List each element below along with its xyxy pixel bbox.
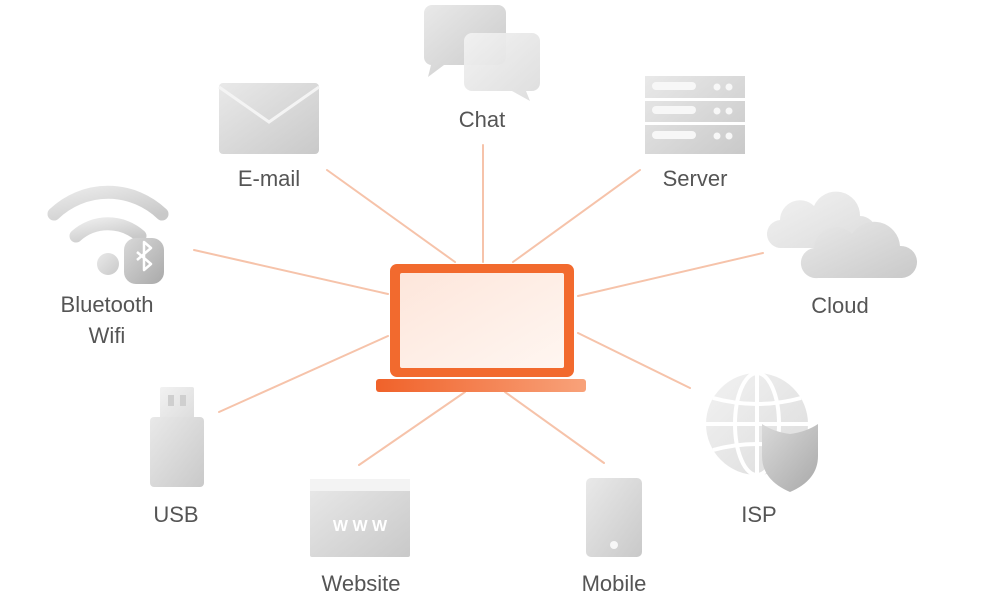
server-rack-icon [645, 76, 745, 154]
chat-bubbles-icon [423, 5, 540, 101]
connection-line-isp [577, 332, 691, 389]
usb-drive-icon [150, 387, 204, 487]
node-label-cloud: Cloud [811, 293, 869, 318]
envelope-icon [218, 83, 320, 154]
connection-line-bluetooth-wifi [193, 249, 389, 295]
cloud-icon [766, 191, 918, 279]
connection-line-usb [218, 335, 389, 413]
node-label-bluetooth-wifi: Bluetooth Wifi [61, 289, 154, 351]
browser-window-icon: W W W [310, 479, 410, 557]
node-label-website: Website [321, 571, 401, 596]
node-label-wifi: Wifi [88, 323, 126, 348]
connection-line-email [326, 169, 456, 263]
node-label-chat: Chat [458, 107, 506, 132]
node-label-email: E-mail [237, 166, 301, 191]
mobile-phone-icon [586, 478, 642, 557]
connection-line-website [358, 391, 466, 466]
connection-line-server [512, 169, 641, 263]
connection-lines [193, 144, 764, 466]
node-label-bluetooth: Bluetooth [60, 292, 154, 317]
node-label-usb: USB [153, 502, 199, 527]
wifi-bluetooth-icon [47, 185, 169, 284]
connection-line-mobile [504, 391, 605, 464]
website-icon-text: W W W [333, 518, 388, 535]
node-label-mobile: Mobile [581, 571, 647, 596]
globe-shield-icon [706, 371, 818, 492]
connection-line-cloud [577, 252, 764, 297]
node-label-isp: ISP [741, 502, 777, 527]
laptop-icon [376, 264, 586, 392]
node-label-server: Server [662, 166, 728, 191]
